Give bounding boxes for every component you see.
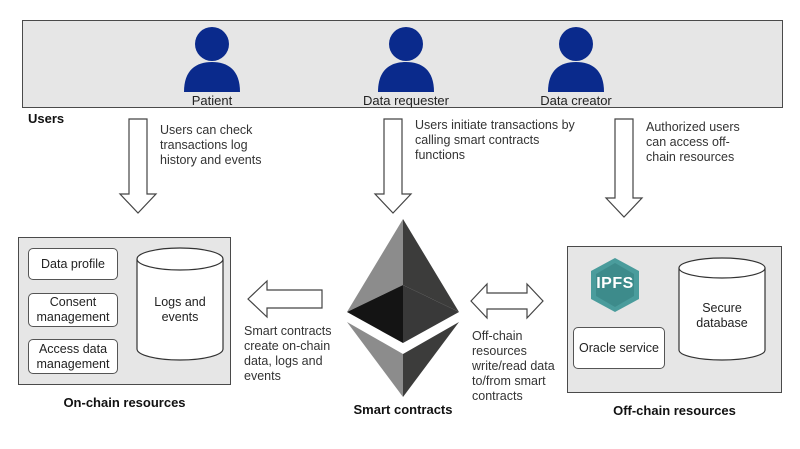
data-profile-box: Data profile [28, 248, 118, 280]
down-arrow-icon [373, 118, 413, 214]
secure-database-label: Secure database [696, 301, 748, 330]
check-logs-note: Users can check transactions log history… [160, 123, 262, 167]
bidirectional-arrow-icon [470, 282, 544, 320]
consent-management-box: Consent management [28, 293, 118, 327]
data-requester-user-icon [378, 27, 434, 92]
down-arrow-icon [118, 118, 158, 214]
data-requester-label: Data requester [363, 93, 449, 108]
data-creator-label: Data creator [540, 93, 612, 108]
ipfs-icon [591, 258, 639, 312]
create-data-note: Smart contracts create on-chain data, lo… [244, 324, 332, 383]
access-data-management-box: Access data management [28, 339, 118, 374]
secure-database-cylinder [678, 257, 766, 361]
ipfs-label: IPFS [596, 275, 634, 292]
patient-user-icon [184, 27, 240, 92]
down-arrow-icon [604, 118, 644, 218]
on-chain-title: On-chain resources [63, 395, 186, 410]
off-chain-title: Off-chain resources [613, 403, 736, 418]
offchain-read-write-note: Off-chain resources write/read data to/f… [472, 329, 555, 403]
smart-contracts-title: Smart contracts [353, 402, 453, 417]
logs-and-events-label: Logs and events [154, 295, 206, 324]
left-arrow-icon [247, 279, 323, 319]
users-title: Users [28, 111, 65, 126]
authorized-access-note: Authorized users can access off-chain re… [646, 120, 740, 164]
data-creator-user-icon [548, 27, 604, 92]
oracle-service-box: Oracle service [573, 327, 665, 369]
initiate-transactions-note: Users initiate transactions by calling s… [415, 118, 575, 162]
patient-label: Patient [191, 93, 233, 108]
logs-database-cylinder [136, 247, 224, 361]
ethereum-icon [347, 219, 459, 397]
